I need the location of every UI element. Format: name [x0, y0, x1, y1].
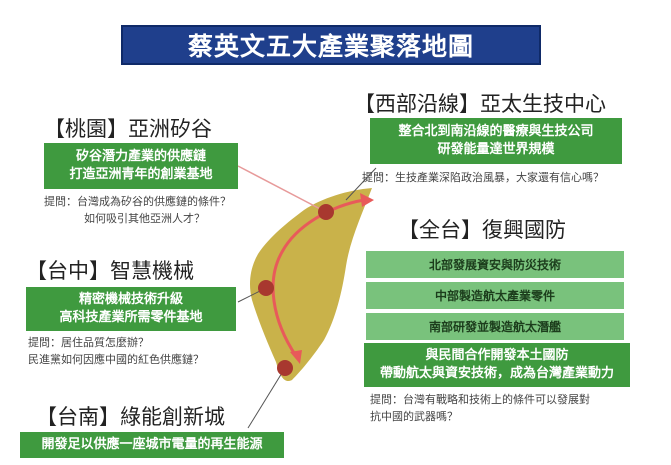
box-tainan: 開發足以供應一座城市電量的再生能源	[20, 432, 284, 458]
box-taichung: 精密機械技術升級 高科技產業所需零件基地	[26, 287, 236, 331]
box-national: 與民間合作開發本土國防 帶動航太與資安技術，成為台灣產業動力	[364, 343, 630, 387]
west-coast-line-1: 整合北到南沿線的醫療與生技公司	[398, 124, 594, 139]
box-taoyuan: 矽谷潛力產業的供應鏈 打造亞洲青年的創業基地	[44, 143, 238, 189]
heading-tainan: 【台南】綠能創新城	[36, 405, 225, 429]
national-item-1: 北部發展資安與防災技術	[366, 251, 624, 278]
national-line-2: 帶動航太與資安技術，成為台灣產業動力	[379, 366, 614, 381]
route-arrow	[271, 198, 365, 357]
page-title: 蔡英文五大產業聚落地圖	[121, 25, 541, 65]
arrow-head-bottom	[290, 350, 302, 364]
connector-tainan	[247, 367, 286, 429]
connector-west-coast	[345, 167, 377, 201]
national-item-2: 中部製造航太產業零件	[366, 282, 624, 309]
marker-taoyuan	[318, 204, 334, 220]
question-national: 提問：台灣有戰略和技術上的條件可以發展對 抗中國的武器嗎？	[370, 391, 590, 425]
heading-taoyuan: 【桃園】亞洲矽谷	[44, 117, 212, 141]
taoyuan-line-2: 打造亞洲青年的創業基地	[69, 167, 213, 182]
national-line-1: 與民間合作開發本土國防	[425, 348, 569, 363]
west-coast-line-2: 研發能量達世界規模	[437, 142, 555, 157]
question-west-coast: 提問：生技產業深陷政治風暴，大家還有信心嗎？	[362, 169, 604, 186]
taichung-line-1: 精密機械技術升級	[78, 292, 183, 307]
heading-west-coast: 【西部沿線】亞太生技中心	[354, 92, 606, 116]
marker-tainan	[277, 360, 293, 376]
taoyuan-line-1: 矽谷潛力產業的供應鏈	[75, 149, 206, 164]
tainan-line-1: 開發足以供應一座城市電量的再生能源	[41, 437, 263, 452]
heading-national: 【全台】復興國防	[398, 218, 566, 242]
box-west-coast: 整合北到南沿線的醫療與生技公司 研發能量達世界規模	[370, 118, 622, 164]
taoyuan-question-2: 如何吸引其他亞洲人才？	[84, 212, 205, 225]
question-taichung: 提問：居住品質怎麼辦？ 民進黨如何因應中國的紅色供應鏈？	[28, 334, 204, 368]
taichung-line-2: 高科技產業所需零件基地	[59, 310, 203, 325]
question-taoyuan: 提問：台灣成為矽谷的供應鏈的條件？ 如何吸引其他亞洲人才？	[44, 193, 231, 227]
national-item-3: 南部研發並製造航太潛艦	[366, 313, 624, 340]
taichung-question-2: 民進黨如何因應中國的紅色供應鏈？	[28, 353, 204, 366]
west-coast-question-1: 提問：生技產業深陷政治風暴，大家還有信心嗎？	[362, 171, 604, 184]
heading-taichung: 【台中】智慧機械	[26, 259, 194, 283]
taiwan-island	[250, 188, 372, 382]
connector-taoyuan	[237, 165, 327, 213]
arrow-head-top	[360, 193, 374, 207]
national-question-2: 抗中國的武器嗎？	[370, 410, 458, 423]
national-question-1: 提問：台灣有戰略和技術上的條件可以發展對	[370, 393, 590, 406]
taichung-question-1: 提問：居住品質怎麼辦？	[28, 336, 149, 349]
taoyuan-question-1: 提問：台灣成為矽谷的供應鏈的條件？	[44, 195, 231, 208]
marker-taichung	[258, 280, 274, 296]
